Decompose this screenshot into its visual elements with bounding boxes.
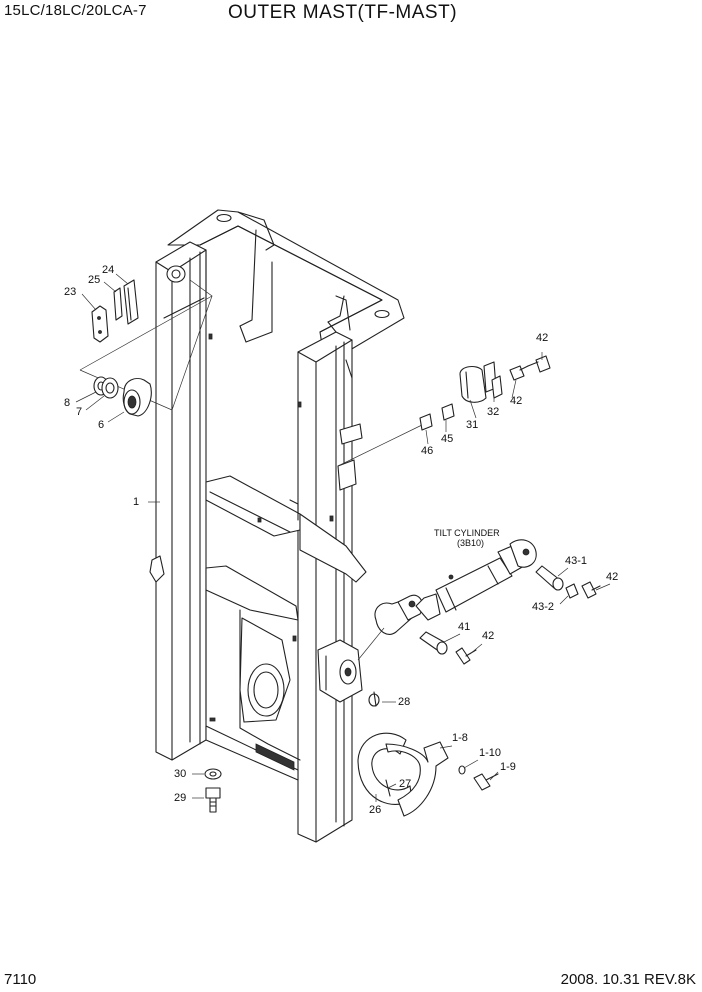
model-code: 15LC/18LC/20LCA-7: [4, 2, 147, 19]
callout-30: 30: [174, 768, 187, 780]
callout-1-9: 1-9: [500, 761, 516, 773]
callout-23: 23: [64, 286, 77, 298]
callout-8: 8: [64, 397, 71, 409]
callout-46: 46: [421, 445, 434, 457]
callout-6: 6: [98, 419, 105, 431]
callout-43-2: 43-2: [532, 601, 555, 613]
callout-29: 29: [174, 792, 187, 804]
revision-date: 2008. 10.31 REV.8K: [560, 971, 696, 988]
callout-32: 32: [487, 406, 500, 418]
page-title: OUTER MAST(TF-MAST): [228, 2, 458, 23]
callout-24: 24: [102, 264, 115, 276]
callout-42-pin: 42: [482, 630, 495, 642]
callout-42-top: 42: [536, 332, 549, 344]
page-number: 7110: [4, 971, 37, 988]
callout-26: 26: [369, 804, 382, 816]
top-roller-hardware: [79, 265, 213, 417]
callout-43-1: 43-1: [565, 555, 588, 567]
callout-7: 7: [76, 406, 83, 418]
pins-and-bolts: [419, 565, 601, 665]
callout-27: 27: [399, 778, 412, 790]
callout-31: 31: [466, 419, 479, 431]
callout-leaders: [75, 273, 611, 802]
callout-28: 28: [398, 696, 411, 708]
tilt-cylinder-ref: (3B10): [457, 538, 485, 548]
bottom-bolt-washer: [204, 768, 222, 813]
tilt-cylinder-label: TILT CYLINDER: [434, 528, 500, 538]
callout-25: 25: [88, 274, 101, 286]
callout-41: 41: [458, 621, 471, 633]
outer-mast-frame: [149, 209, 405, 843]
mast-support-cap: [357, 691, 499, 817]
hose-clamp-hardware: [337, 355, 551, 467]
tilt-cylinder: [357, 539, 537, 661]
callout-1-8: 1-8: [452, 732, 468, 744]
callout-45: 45: [441, 433, 454, 445]
callout-42-cylinder: 42: [606, 571, 619, 583]
callout-1-10: 1-10: [479, 747, 502, 759]
callout-42-clamp: 42: [510, 395, 523, 407]
callout-1: 1: [133, 496, 140, 508]
